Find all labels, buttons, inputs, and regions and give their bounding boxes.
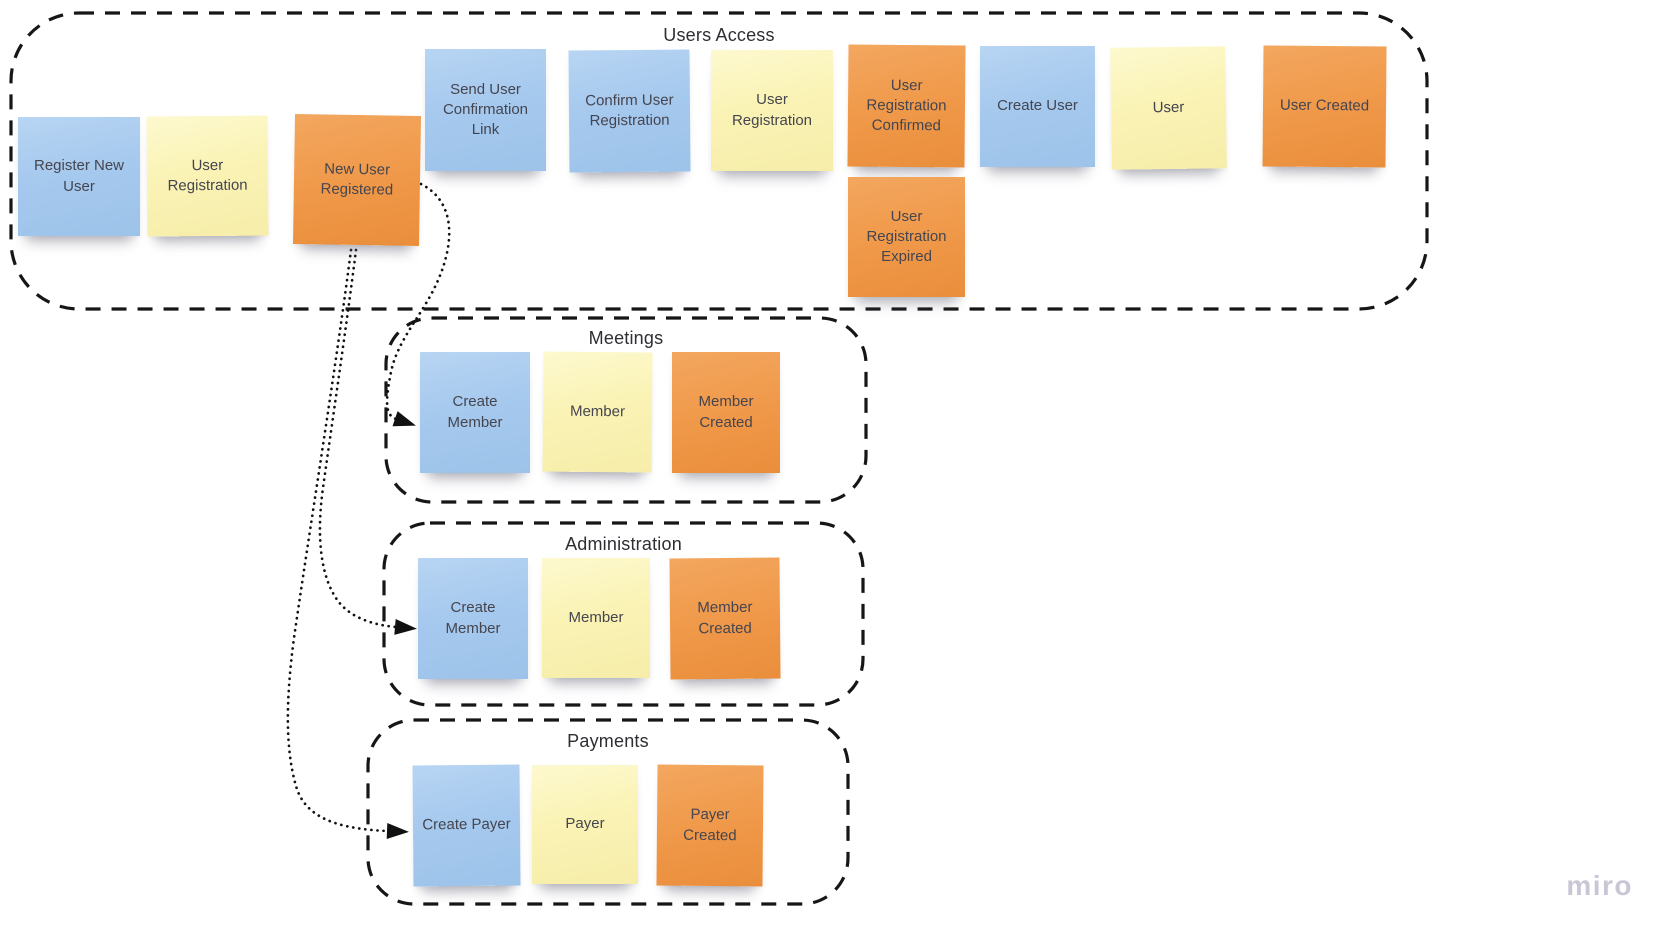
group-border-payments[interactable] [366, 718, 850, 906]
sticky-note[interactable]: User Registration [146, 115, 269, 237]
sticky-note[interactable]: User Registration [711, 50, 833, 171]
sticky-note[interactable]: User Created [1262, 45, 1387, 168]
sticky-note[interactable]: User [1110, 46, 1227, 170]
group-title-payments[interactable]: Payments [567, 731, 649, 751]
group-title-administration[interactable]: Administration [565, 534, 682, 554]
sticky-note[interactable]: Create Member [420, 352, 530, 473]
sticky-note[interactable]: New User Registered [292, 114, 422, 246]
connector-new-user-registered-to-meetings[interactable] [385, 182, 451, 427]
group-border-meetings[interactable] [384, 316, 868, 504]
sticky-note[interactable]: Member Created [669, 557, 781, 680]
group-title-meetings[interactable]: Meetings [588, 328, 664, 348]
group-title-users-access[interactable]: Users Access [663, 25, 775, 45]
sticky-note[interactable]: Member [542, 558, 650, 678]
sticky-note[interactable]: Payer [532, 765, 638, 884]
sticky-note[interactable]: Member Created [672, 352, 780, 473]
sticky-note[interactable]: User Registration Expired [848, 177, 965, 297]
sticky-note[interactable]: Send User Confirmation Link [425, 49, 546, 171]
sticky-note[interactable]: Create Payer [412, 764, 521, 887]
connector-new-user-registered-to-payments[interactable] [286, 248, 409, 839]
sticky-note[interactable]: Create User [980, 46, 1095, 167]
sticky-note[interactable]: Payer Created [656, 764, 764, 887]
sticky-note[interactable]: Create Member [418, 558, 528, 679]
group-border-users-access[interactable] [9, 11, 1429, 311]
connector-new-user-registered-to-administration[interactable] [318, 248, 417, 635]
sticky-note[interactable]: Member [542, 351, 653, 473]
sticky-note[interactable]: Confirm User Registration [568, 49, 691, 173]
sticky-note[interactable]: User Registration Confirmed [847, 44, 966, 168]
sticky-note[interactable]: Register New User [18, 117, 140, 236]
miro-logo: miro [1566, 870, 1633, 901]
group-border-administration[interactable] [382, 521, 865, 707]
